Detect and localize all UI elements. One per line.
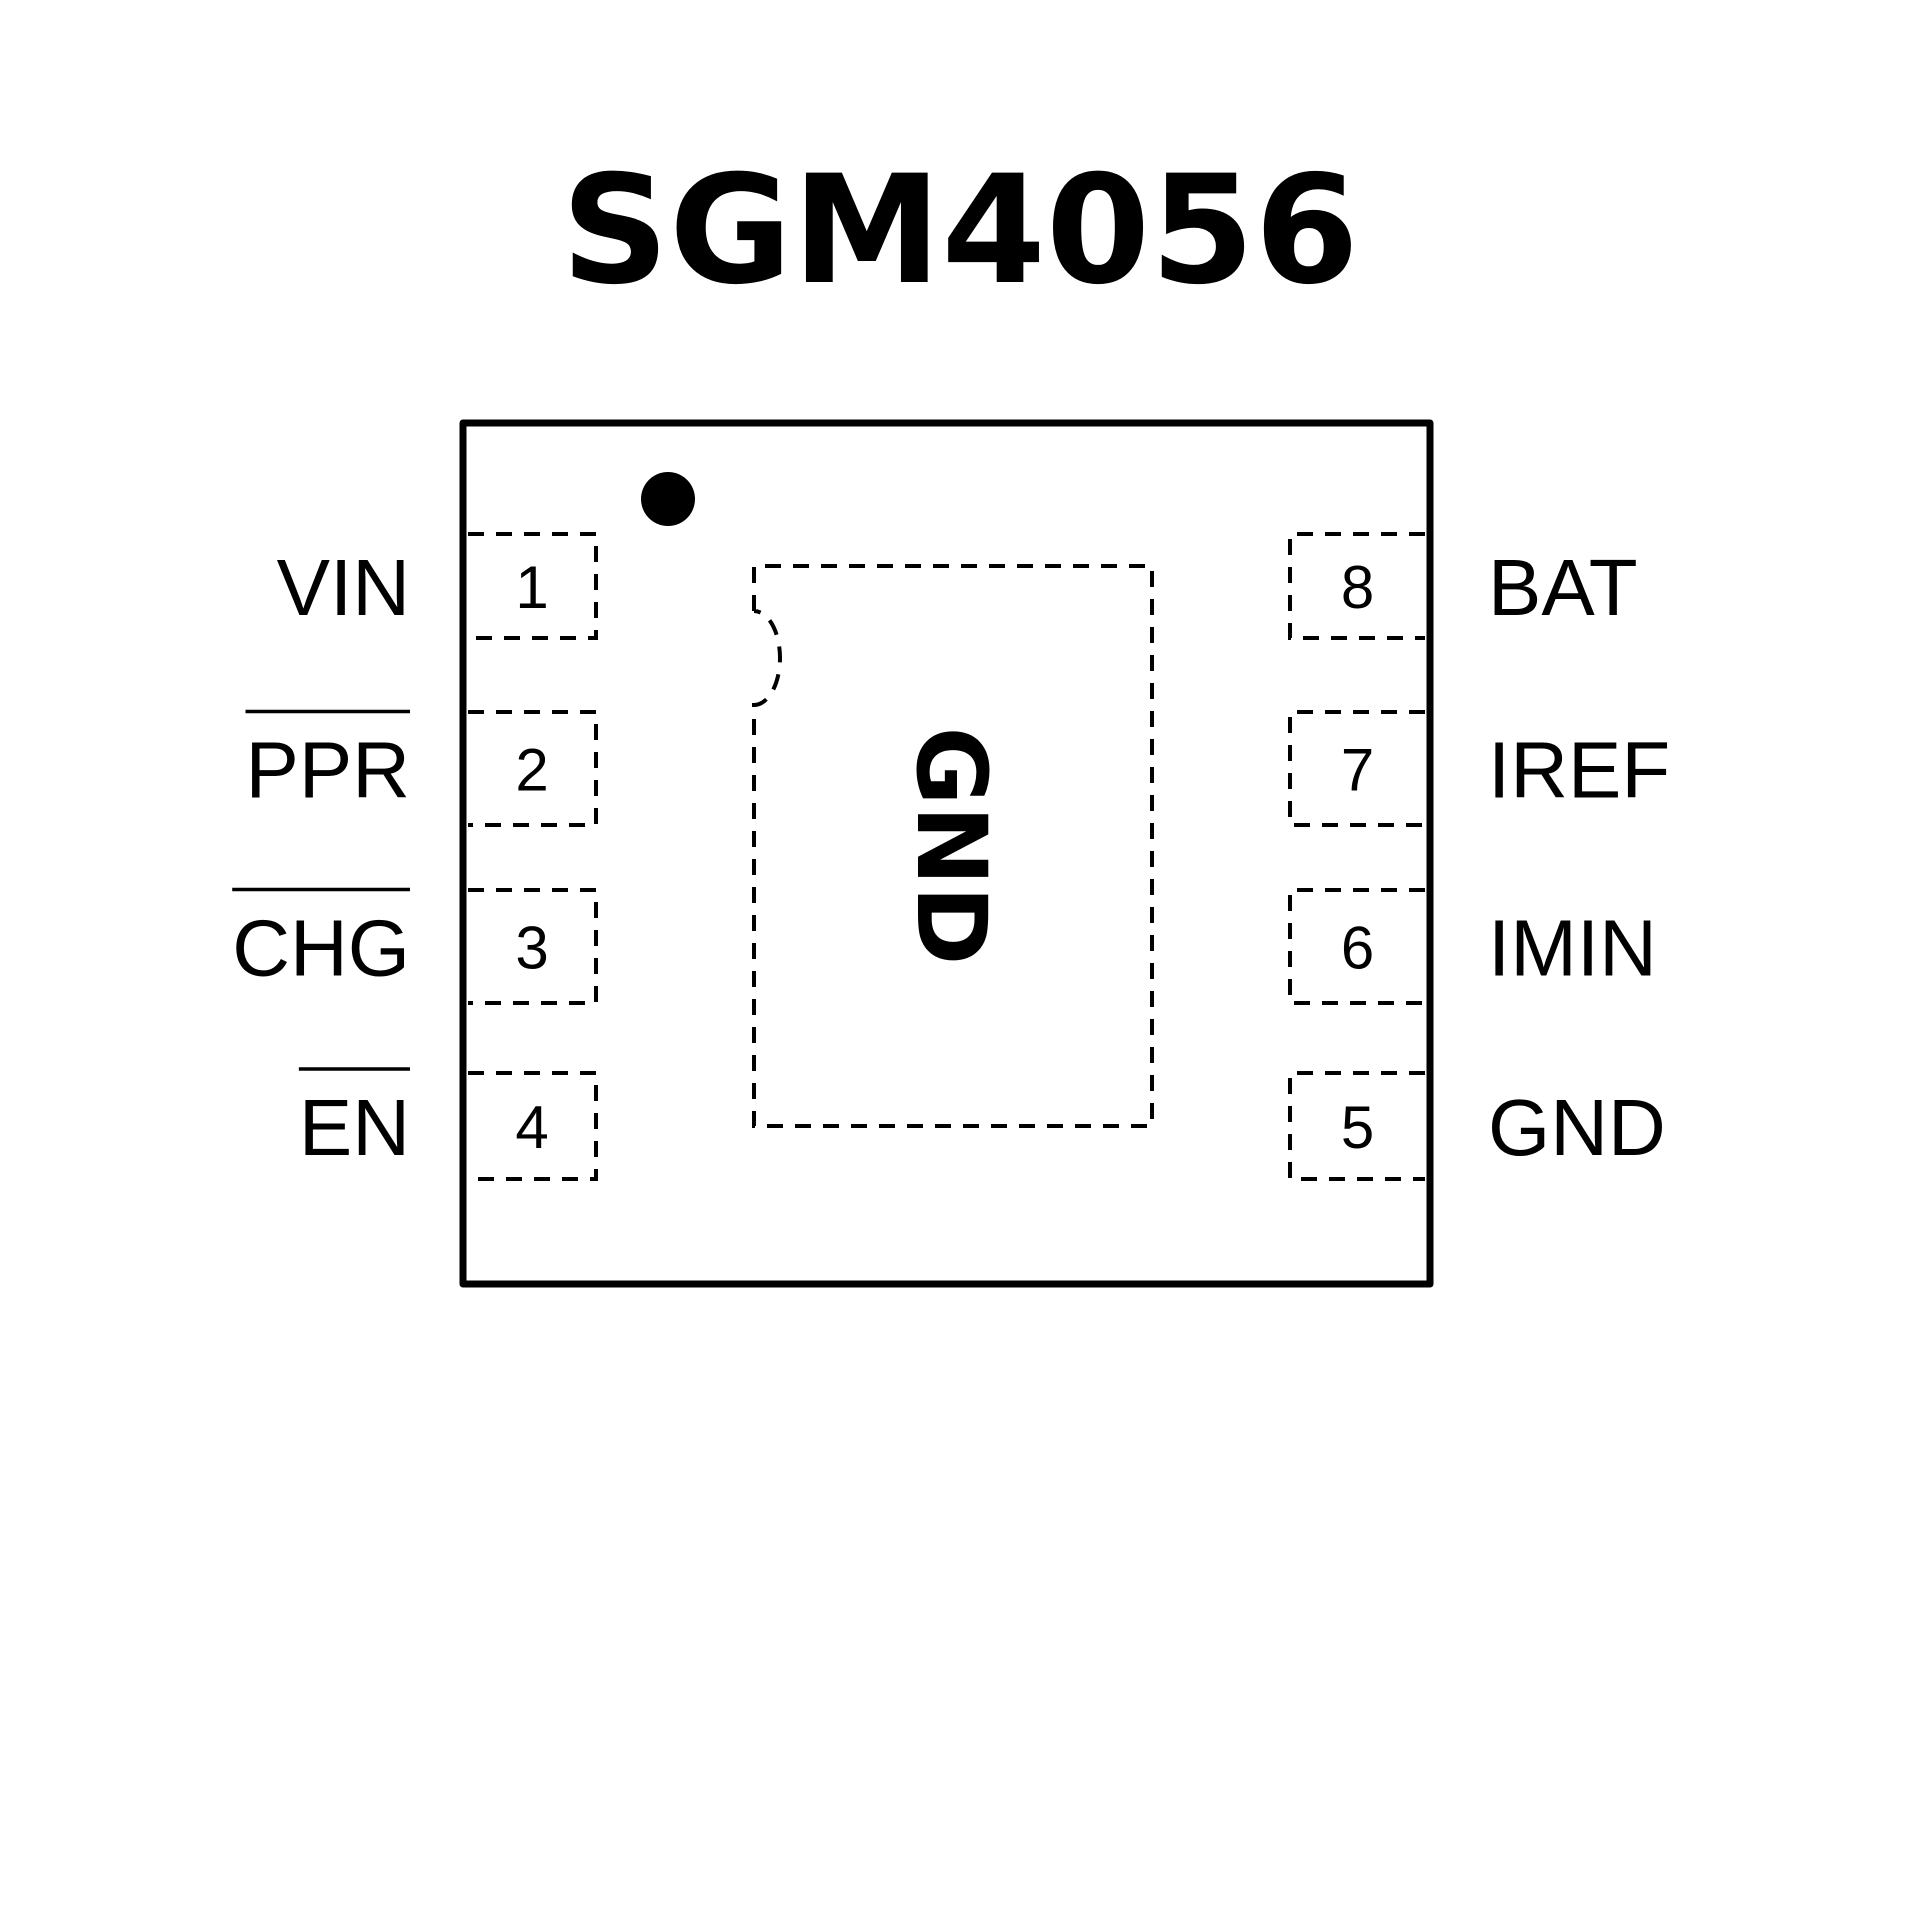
pin-1: 1 VIN [277,532,598,640]
package-outline [459,419,1434,1288]
pin-pad-outline [468,1071,598,1181]
pin-pad-outline [468,888,598,1005]
pin1-dot-icon [641,472,695,526]
exposed-pad-label: GND [895,727,1007,966]
pin-2: 2 PPR [245,709,598,827]
pin-number: 7 [1341,737,1374,804]
pin-label: CHG [232,904,410,993]
pin-label: PPR [246,726,411,815]
pin-label: IMIN [1488,904,1657,993]
pin-number: 4 [515,1094,548,1161]
pin-pad-outline [468,532,598,640]
pin-label: IREF [1488,726,1670,815]
pin-pad-outline [1288,532,1425,640]
pin-5: 5 GND [1288,1071,1666,1181]
pin-label: VIN [277,543,410,632]
pin-label: BAT [1488,543,1638,632]
pin-label: EN [299,1083,410,1172]
pin-number: 2 [515,737,548,804]
pin-number: 6 [1341,915,1374,982]
pin-label: GND [1488,1083,1666,1172]
pin-7: 7 IREF [1288,710,1670,827]
pin-number: 8 [1341,554,1374,621]
pin-8: 8 BAT [1288,532,1638,640]
chip-title: SGM4056 [561,144,1359,318]
pin-pad-outline [468,710,598,827]
pin-number: 3 [515,915,548,982]
pin-4: 4 EN [298,1067,598,1181]
pin-pad-outline [1288,1071,1425,1181]
pin-pad-outline [1288,888,1425,1005]
pin-3: 3 CHG [232,887,598,1005]
pin-number: 1 [515,554,548,621]
pin-6: 6 IMIN [1288,888,1657,1005]
pin-pad-outline [1288,710,1425,827]
exposed-pad-outline [752,564,1154,1128]
pin-number: 5 [1341,1094,1374,1161]
pins-layer: 1 VIN 2 PPR 3 CHG 4 EN 5 GND 6 IMIN 7 IREF 8 BAT [232,532,1670,1181]
